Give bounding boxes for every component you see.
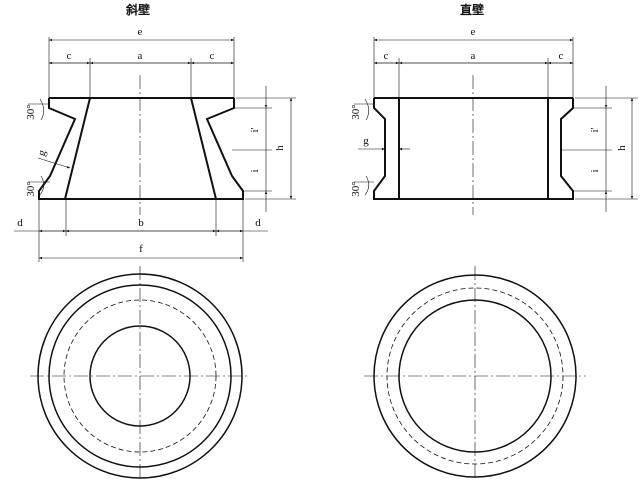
- dim-i-prime-label-straight: i': [589, 127, 601, 132]
- dim-i-prime-label: i': [249, 127, 261, 132]
- dim-c-left-label: c: [67, 50, 72, 62]
- straight-wall-view: 直壁 e c a c h i' i: [350, 2, 638, 215]
- title-slanted: 斜壁: [125, 2, 150, 17]
- angle-lower-straight: 30°: [350, 181, 362, 196]
- dim-f-label: f: [139, 243, 143, 255]
- dim-b-label: b: [138, 217, 144, 229]
- slanted-left-wall: [38, 97, 92, 200]
- slanted-right-wall: [189, 97, 244, 200]
- dim-i-label-straight: i: [589, 169, 601, 172]
- dim-g-label-straight: g: [363, 135, 369, 147]
- dim-d-right-label: d: [255, 217, 261, 229]
- dim-h-label: h: [274, 145, 286, 151]
- dim-h-label-straight: h: [616, 145, 628, 151]
- dim-c-right-label-straight: c: [559, 50, 564, 62]
- straight-left-wall: [373, 97, 400, 200]
- angle-upper-straight: 30°: [350, 104, 362, 119]
- dim-e-label-straight: e: [471, 26, 476, 38]
- slanted-wall-view: 斜壁 e c a c d b d: [14, 2, 296, 262]
- dim-c-left-label-straight: c: [384, 50, 389, 62]
- straight-right-wall: [547, 97, 574, 200]
- title-straight: 直壁: [460, 2, 484, 17]
- plan-view-straight: [364, 266, 586, 480]
- dim-d-left-label: d: [17, 217, 23, 229]
- dim-e-label: e: [138, 26, 143, 38]
- dim-c-right-label: c: [210, 50, 215, 62]
- angle-upper-left: 30°: [25, 104, 37, 119]
- dim-a-label-straight: a: [471, 50, 476, 62]
- angle-lower-left: 30°: [25, 181, 37, 196]
- dim-a-label: a: [138, 50, 143, 62]
- plan-view-slanted: [30, 266, 250, 480]
- dim-i-label: i: [249, 169, 261, 172]
- dim-g-label-slanted: g: [36, 148, 49, 158]
